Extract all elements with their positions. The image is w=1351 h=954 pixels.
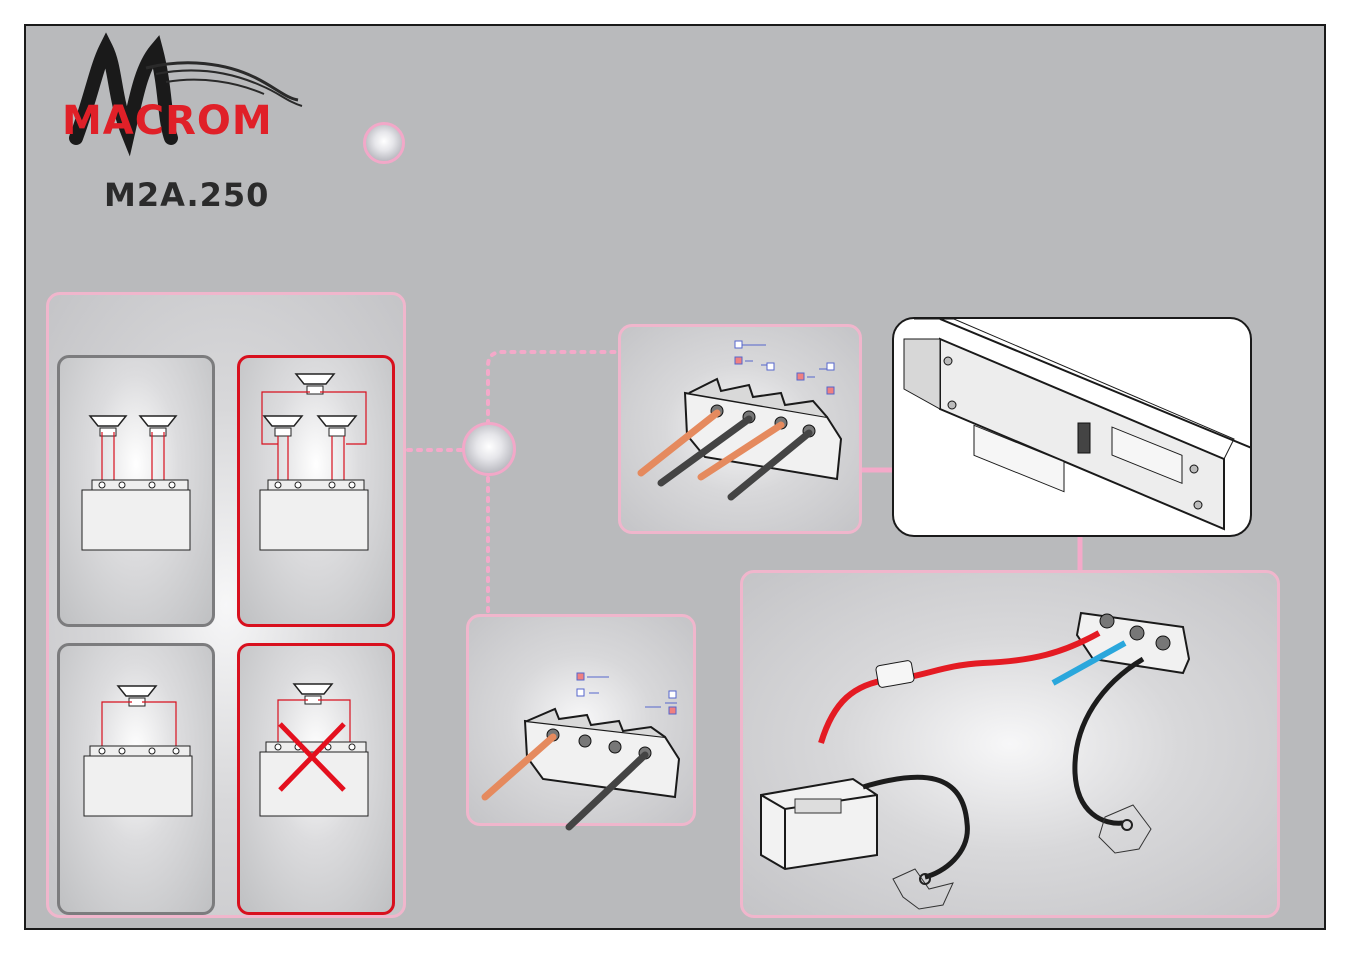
ring-terminal-icon bbox=[920, 820, 1132, 884]
bridged-terminal-illustration bbox=[469, 617, 699, 829]
amplifier-panel-illustration bbox=[894, 319, 1252, 537]
battery-ground-wire bbox=[863, 777, 967, 877]
hub-dot bbox=[462, 422, 516, 476]
power-wiring-panel bbox=[740, 570, 1280, 918]
speaker-terminal-illustration bbox=[621, 327, 865, 537]
speaker-terminal-panel-4ch bbox=[618, 324, 862, 534]
power-wire bbox=[821, 633, 1099, 743]
terminal-block-icon bbox=[685, 379, 841, 479]
diagram-frame: MACROM M2A.250 bbox=[24, 24, 1326, 930]
battery-icon bbox=[761, 779, 877, 869]
terminal-block-icon bbox=[525, 709, 679, 797]
fuse-holder-icon bbox=[1078, 423, 1090, 453]
amplifier-closeup bbox=[892, 317, 1252, 537]
power-wiring-illustration bbox=[743, 573, 1283, 921]
ground-wire bbox=[1075, 659, 1143, 823]
fuse-icon bbox=[875, 660, 914, 688]
speaker-terminal-panel-2ch bbox=[466, 614, 696, 826]
